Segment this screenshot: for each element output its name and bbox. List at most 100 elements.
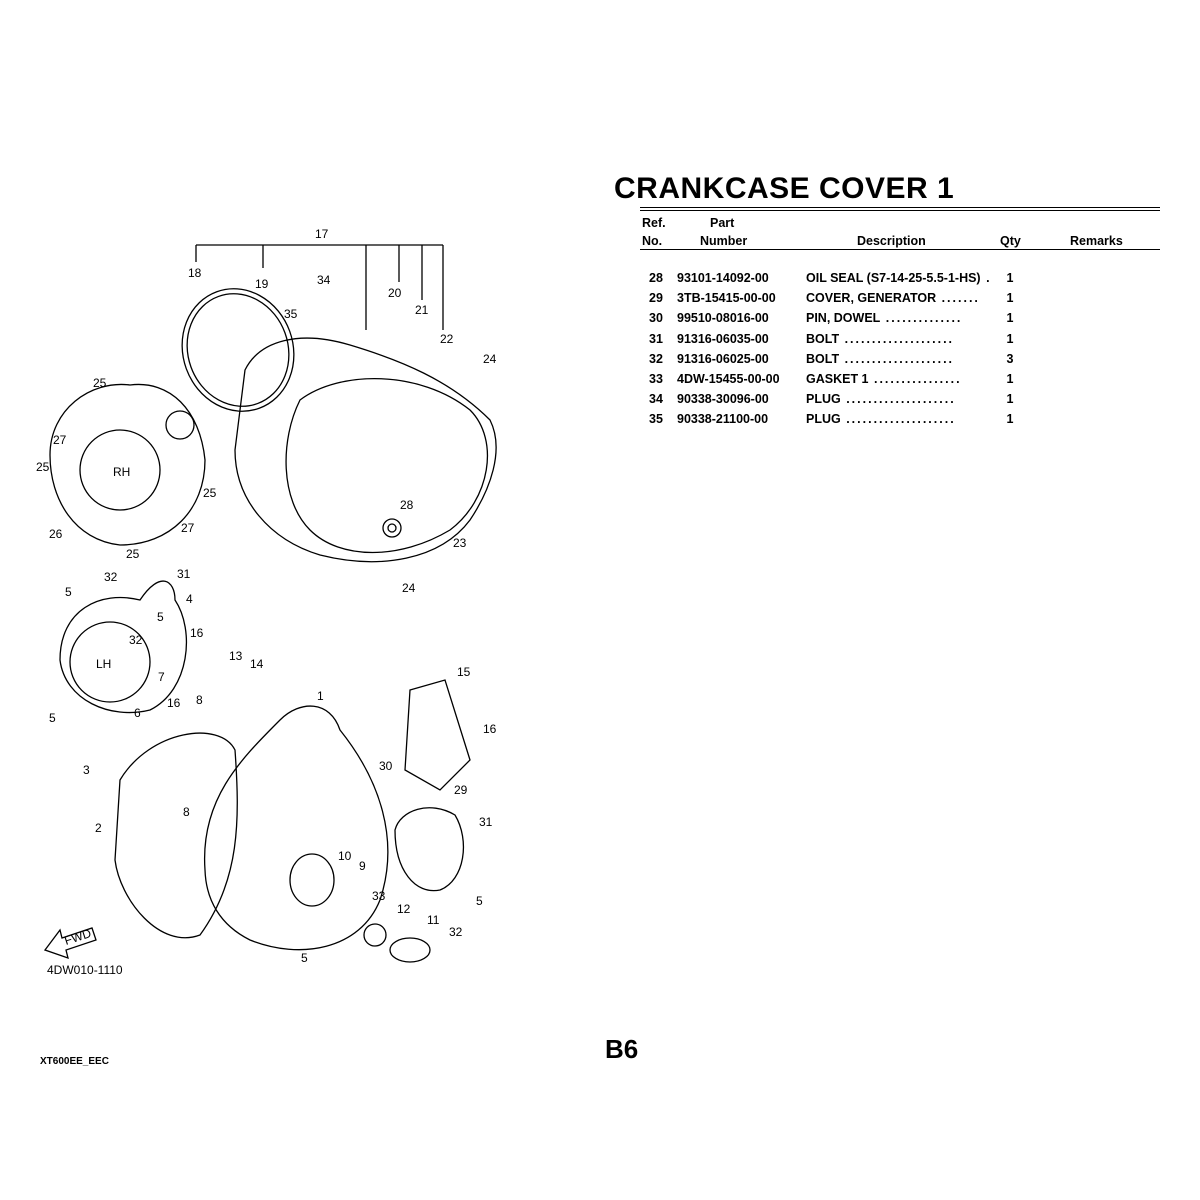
callout: 8 — [196, 693, 203, 707]
callout: 25 — [36, 460, 50, 474]
description: GASKET 1 — [806, 372, 869, 387]
part-number: 3TB-15415-00-00 — [677, 291, 776, 306]
callout: 17 — [315, 227, 329, 241]
callout: 4 — [186, 592, 193, 606]
gasket-ring — [181, 288, 295, 412]
callout: 27 — [53, 433, 67, 447]
crankcase-cover-body — [234, 337, 497, 563]
description: PLUG — [806, 412, 841, 427]
leader-dots: ....... — [936, 291, 980, 306]
callout: 21 — [415, 303, 429, 317]
callout: 5 — [65, 585, 72, 599]
ref-no: 32 — [649, 351, 663, 366]
part-number: 4DW-15455-00-00 — [677, 372, 780, 387]
table-row: 34 90338-30096-00 PLUG .................… — [640, 389, 1025, 409]
description-cell: PLUG .................... — [806, 409, 995, 429]
quantity: 1 — [1006, 331, 1014, 346]
callout: 12 — [397, 902, 411, 916]
callout: 5 — [301, 951, 308, 965]
description: BOLT — [806, 331, 840, 346]
table-row: 30 99510-08016-00 PIN, DOWEL ...........… — [640, 308, 1025, 328]
callout: 34 — [317, 273, 331, 287]
o-ring-12 — [363, 923, 387, 947]
ref-no: 35 — [649, 412, 663, 427]
header-rule — [640, 249, 1160, 250]
quantity: 1 — [1006, 392, 1014, 407]
callout: 26 — [49, 527, 63, 541]
rh-cover-view — [49, 383, 206, 546]
callout: 23 — [453, 536, 467, 550]
callout: 32 — [104, 570, 118, 584]
description: COVER, GENERATOR — [806, 291, 937, 306]
quantity: 3 — [1006, 351, 1014, 366]
parts-table: 28 93101-14092-00 OIL SEAL (S7-14-25-5.5… — [640, 268, 1025, 430]
table-row: 32 91316-06025-00 BOLT .................… — [640, 349, 1025, 369]
callout: 5 — [157, 610, 164, 624]
gasket-2 — [114, 732, 238, 939]
cover-boss — [289, 853, 335, 907]
header-part-1: Part — [710, 216, 735, 230]
part-number: 91316-06025-00 — [677, 351, 769, 366]
callout: 13 — [229, 649, 243, 663]
callout: 27 — [181, 521, 195, 535]
description: OIL SEAL (S7-14-25-5.5-1-HS) — [806, 271, 981, 286]
header-qty: Qty — [1000, 234, 1021, 248]
ref-no: 30 — [649, 311, 663, 326]
rh-cover-circle — [79, 429, 161, 511]
leader-dots: .............. — [880, 311, 963, 326]
callout: 9 — [359, 859, 366, 873]
callout: 2 — [95, 821, 102, 835]
generator-cover — [394, 807, 465, 892]
oil-seal — [382, 518, 402, 538]
title-rule — [640, 207, 1160, 208]
description-cell: PIN, DOWEL .............. — [806, 308, 995, 328]
description-cell: OIL SEAL (S7-14-25-5.5-1-HS) . — [806, 268, 995, 288]
description-cell: BOLT .................... — [806, 329, 995, 349]
lh-label: LH — [96, 657, 111, 671]
callout: 30 — [379, 759, 393, 773]
callout: 31 — [177, 567, 191, 581]
callout: 15 — [457, 665, 471, 679]
callout: 25 — [203, 486, 217, 500]
plug-11 — [389, 937, 431, 963]
callout: 6 — [134, 706, 141, 720]
callout: 24 — [483, 352, 497, 366]
page-number: B6 — [605, 1034, 639, 1064]
leader-dots: .................... — [840, 412, 956, 427]
quantity: 1 — [1006, 271, 1014, 286]
callout: 20 — [388, 286, 402, 300]
callout: 1 — [317, 689, 324, 703]
callout: 19 — [255, 277, 269, 291]
table-row: 33 4DW-15455-00-00 GASKET 1 ............… — [640, 369, 1025, 389]
page-title: CRANKCASE COVER 1 — [614, 172, 955, 205]
callout: 22 — [440, 332, 454, 346]
table-row: 29 3TB-15415-00-00 COVER, GENERATOR ....… — [640, 288, 1025, 308]
quantity: 1 — [1006, 372, 1014, 387]
lh-cover-view — [59, 580, 187, 714]
quantity: 1 — [1006, 412, 1014, 427]
model-code: XT600EE_EEC — [40, 1056, 109, 1067]
leader-dots: ................ — [868, 372, 962, 387]
part-number: 90338-30096-00 — [677, 392, 769, 407]
fwd-arrow-icon — [43, 927, 97, 960]
header-ref-2: No. — [642, 234, 663, 248]
lh-crankcase-cover — [203, 705, 389, 951]
lh-cover-circle — [69, 621, 151, 703]
exploded-parts-diagram: FWD RH LH 4DW010-1110 17 18 19 34 35 20 … — [36, 227, 497, 977]
callout: 5 — [476, 894, 483, 908]
table-row: 28 93101-14092-00 OIL SEAL (S7-14-25-5.5… — [640, 268, 1025, 288]
part-number: 99510-08016-00 — [677, 311, 769, 326]
callout: 16 — [167, 696, 181, 710]
part-number: 93101-14092-00 — [677, 271, 769, 286]
leader-dots: .................... — [839, 351, 955, 366]
callout: 33 — [372, 889, 386, 903]
header-description: Description — [857, 234, 926, 248]
callout: 35 — [284, 307, 298, 321]
description-cell: PLUG .................... — [806, 389, 995, 409]
ref-no: 29 — [649, 291, 663, 306]
callout: 31 — [479, 815, 493, 829]
oil-seal-inner — [387, 523, 397, 533]
callout: 25 — [126, 547, 140, 561]
leader-dots: . — [980, 271, 992, 286]
